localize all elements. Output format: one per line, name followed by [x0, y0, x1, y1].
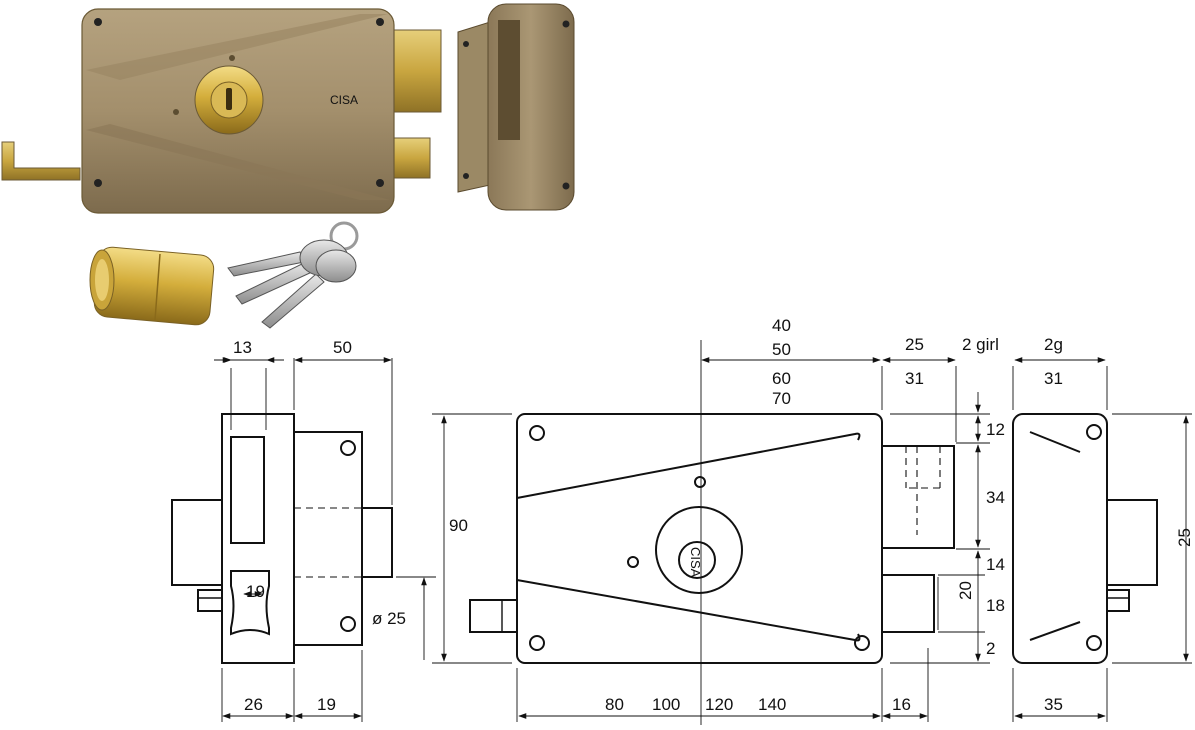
dim-front-stack-1: 50: [772, 340, 791, 359]
dim-side-19-inner: 19: [246, 582, 265, 601]
lock-photo: CISA: [1, 3, 575, 329]
dim-front-12: 12: [986, 420, 1005, 439]
dim-front-bottom-3: 140: [758, 695, 786, 714]
dim-cover-2g: 2g: [1044, 335, 1063, 354]
brand-mark: CISA: [330, 93, 358, 107]
dim-front-31: 31: [905, 369, 924, 388]
svg-text:CISA: CISA: [688, 547, 703, 578]
side-view-drawing: 19 13 50 26 19 ø 25: [171, 338, 436, 722]
cylinder-photo: [89, 246, 215, 326]
dim-side-50: 50: [333, 338, 352, 357]
dim-cover-31: 31: [1044, 369, 1063, 388]
dim-front-bottom-1: 100: [652, 695, 680, 714]
dim-front-14: 14: [986, 555, 1005, 574]
dim-front-18: 18: [986, 596, 1005, 615]
dim-side-dia25: ø 25: [372, 609, 406, 628]
dim-front-stack-2: 60: [772, 369, 791, 388]
dim-cover-35: 35: [1044, 695, 1063, 714]
dim-front-34: 34: [986, 488, 1005, 507]
dim-front-girl: 2 girl: [962, 335, 999, 354]
dim-front-stack-3: 70: [772, 389, 791, 408]
dim-front-bottom-0: 80: [605, 695, 624, 714]
dim-front-90: 90: [449, 516, 468, 535]
dim-side-13: 13: [233, 338, 252, 357]
dim-side-26: 26: [244, 695, 263, 714]
dim-front-20: 20: [956, 581, 975, 600]
dim-side-19: 19: [317, 695, 336, 714]
dim-front-bottom-2: 120: [705, 695, 733, 714]
keyhole-icon: CISA: [655, 506, 743, 594]
dim-front-2: 2: [986, 639, 995, 658]
dim-front-16: 16: [892, 695, 911, 714]
strike-cover-drawing: 2g 31 25 35: [1012, 335, 1194, 722]
dim-cover-25: 25: [1175, 528, 1194, 547]
keys-icon: [227, 221, 359, 329]
keyhole-icon: [194, 65, 264, 135]
front-view-drawing: CISA 40 50 60 70 25 31 2 girl 90 80 100: [432, 316, 1005, 725]
dim-front-stack-0: 40: [772, 316, 791, 335]
dim-front-25: 25: [905, 335, 924, 354]
